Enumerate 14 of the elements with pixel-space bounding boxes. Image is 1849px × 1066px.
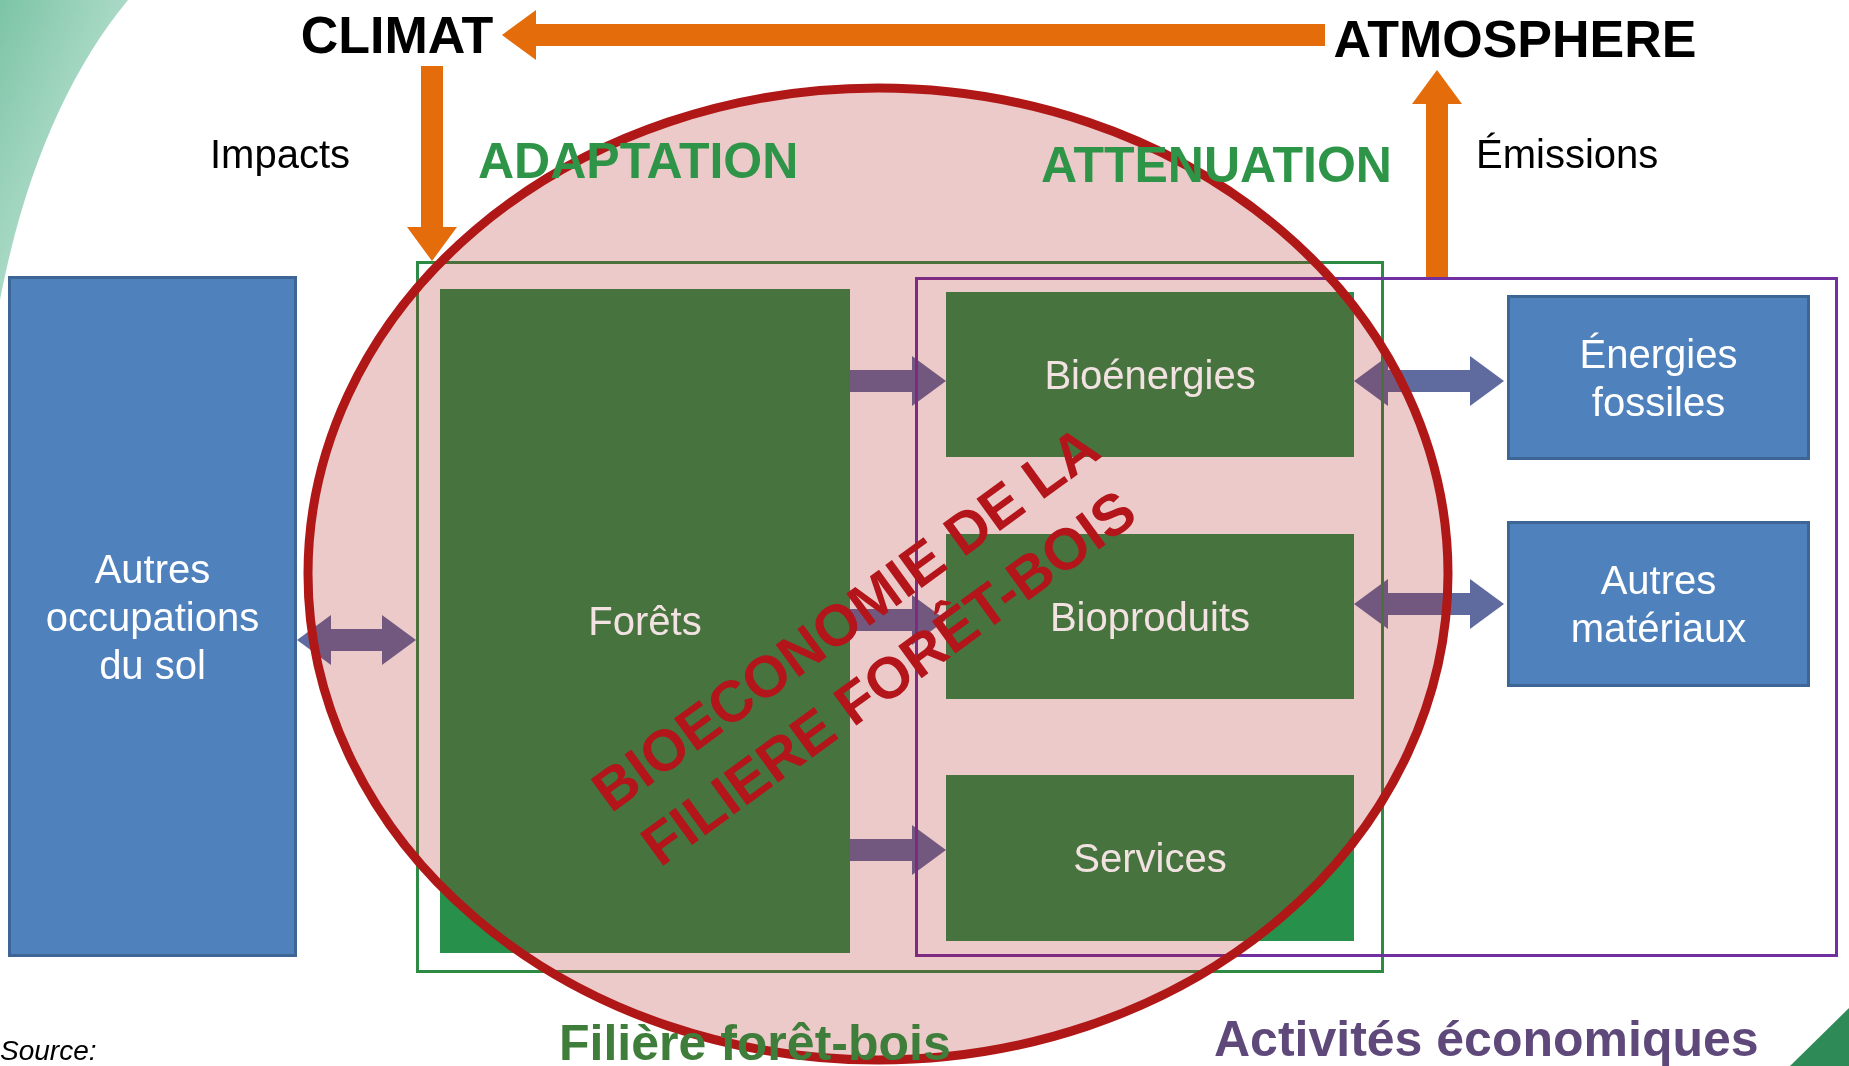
process-box: Services [946, 775, 1354, 941]
arrow [1354, 579, 1504, 629]
process-box: Autres occupations du sol [8, 276, 297, 957]
arrow [1412, 70, 1462, 277]
group-title: Activités économiques [1214, 1010, 1759, 1066]
title-text: ATMOSPHERE [1325, 8, 1705, 70]
process-box: Énergies fossiles [1507, 295, 1810, 460]
arrow [502, 10, 1325, 60]
source-note: Source: [0, 1034, 97, 1066]
arrow [407, 66, 457, 261]
arrow [297, 615, 416, 665]
arrow [1354, 356, 1504, 406]
process-box: Autres matériaux [1507, 521, 1810, 687]
title-text: CLIMAT [292, 4, 502, 66]
